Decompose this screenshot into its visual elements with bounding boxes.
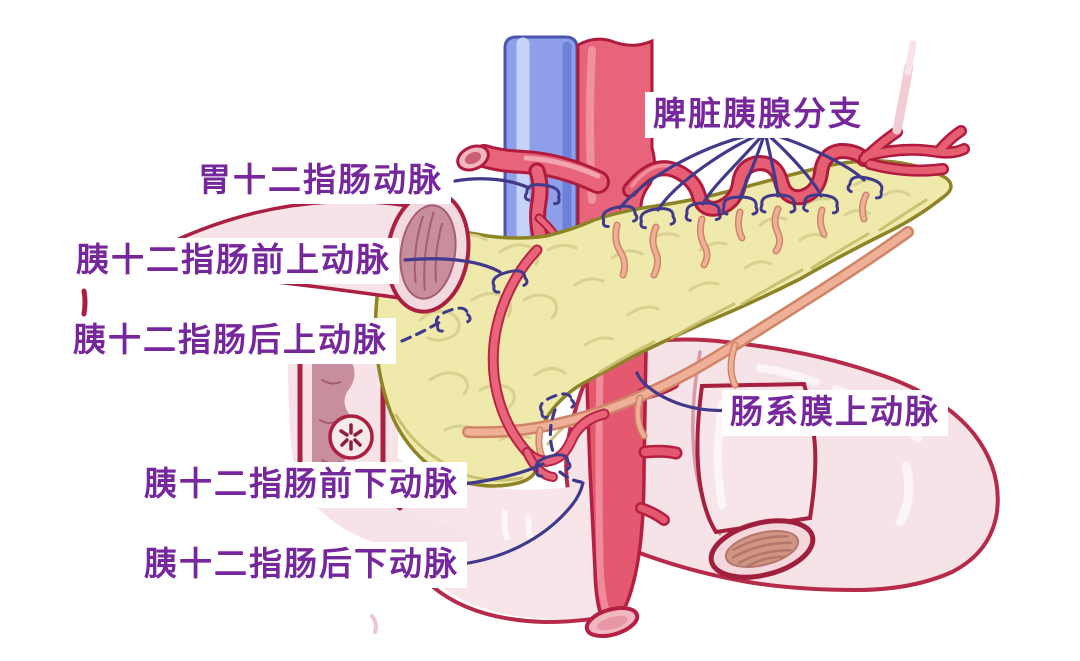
label-gastroduodenal-artery: 胃十二指肠动脉 bbox=[190, 158, 451, 204]
label-splenic-pancreatic-branches: 脾脏胰腺分支 bbox=[645, 92, 871, 138]
papilla-star-icon bbox=[339, 423, 363, 451]
faded-splenic-vessel bbox=[892, 61, 914, 135]
leader-anterior-superior bbox=[403, 257, 502, 274]
jejunum-cut-end bbox=[708, 518, 816, 580]
hidden-vessel-dashes bbox=[548, 408, 557, 457]
leader-gastroduodenal bbox=[453, 177, 531, 190]
pancreatic-arcade-vessels bbox=[462, 191, 914, 482]
hidden-vessel-dashes bbox=[558, 470, 583, 484]
label-anterior-superior-pancreaticoduodenal-artery: 胰十二指肠前上动脉 bbox=[68, 238, 399, 284]
leader-superior-mesenteric bbox=[635, 371, 732, 413]
label-posterior-superior-pancreaticoduodenal-artery: 胰十二指肠后上动脉 bbox=[65, 318, 396, 364]
duodenum-cut-end bbox=[385, 190, 471, 314]
bowel-edge-fragment bbox=[370, 614, 378, 634]
hepatic-artery bbox=[456, 144, 610, 194]
label-posterior-inferior-pancreaticoduodenal-artery: 胰十二指肠后下动脉 bbox=[136, 542, 467, 588]
splenic-branch-twigs bbox=[612, 191, 870, 279]
splenic-artery bbox=[622, 40, 970, 217]
sma-cut-end bbox=[584, 606, 640, 638]
hepatic-artery-cut-end bbox=[456, 144, 490, 172]
duodenum-wall-edge bbox=[81, 288, 88, 317]
label-superior-mesenteric-artery: 肠系膜上动脉 bbox=[722, 390, 948, 436]
label-anterior-inferior-pancreaticoduodenal-artery: 胰十二指肠前下动脉 bbox=[136, 462, 467, 508]
pancreas bbox=[373, 159, 953, 488]
leader-posterior-inferior bbox=[453, 481, 585, 567]
duodenal-papilla bbox=[328, 414, 374, 460]
